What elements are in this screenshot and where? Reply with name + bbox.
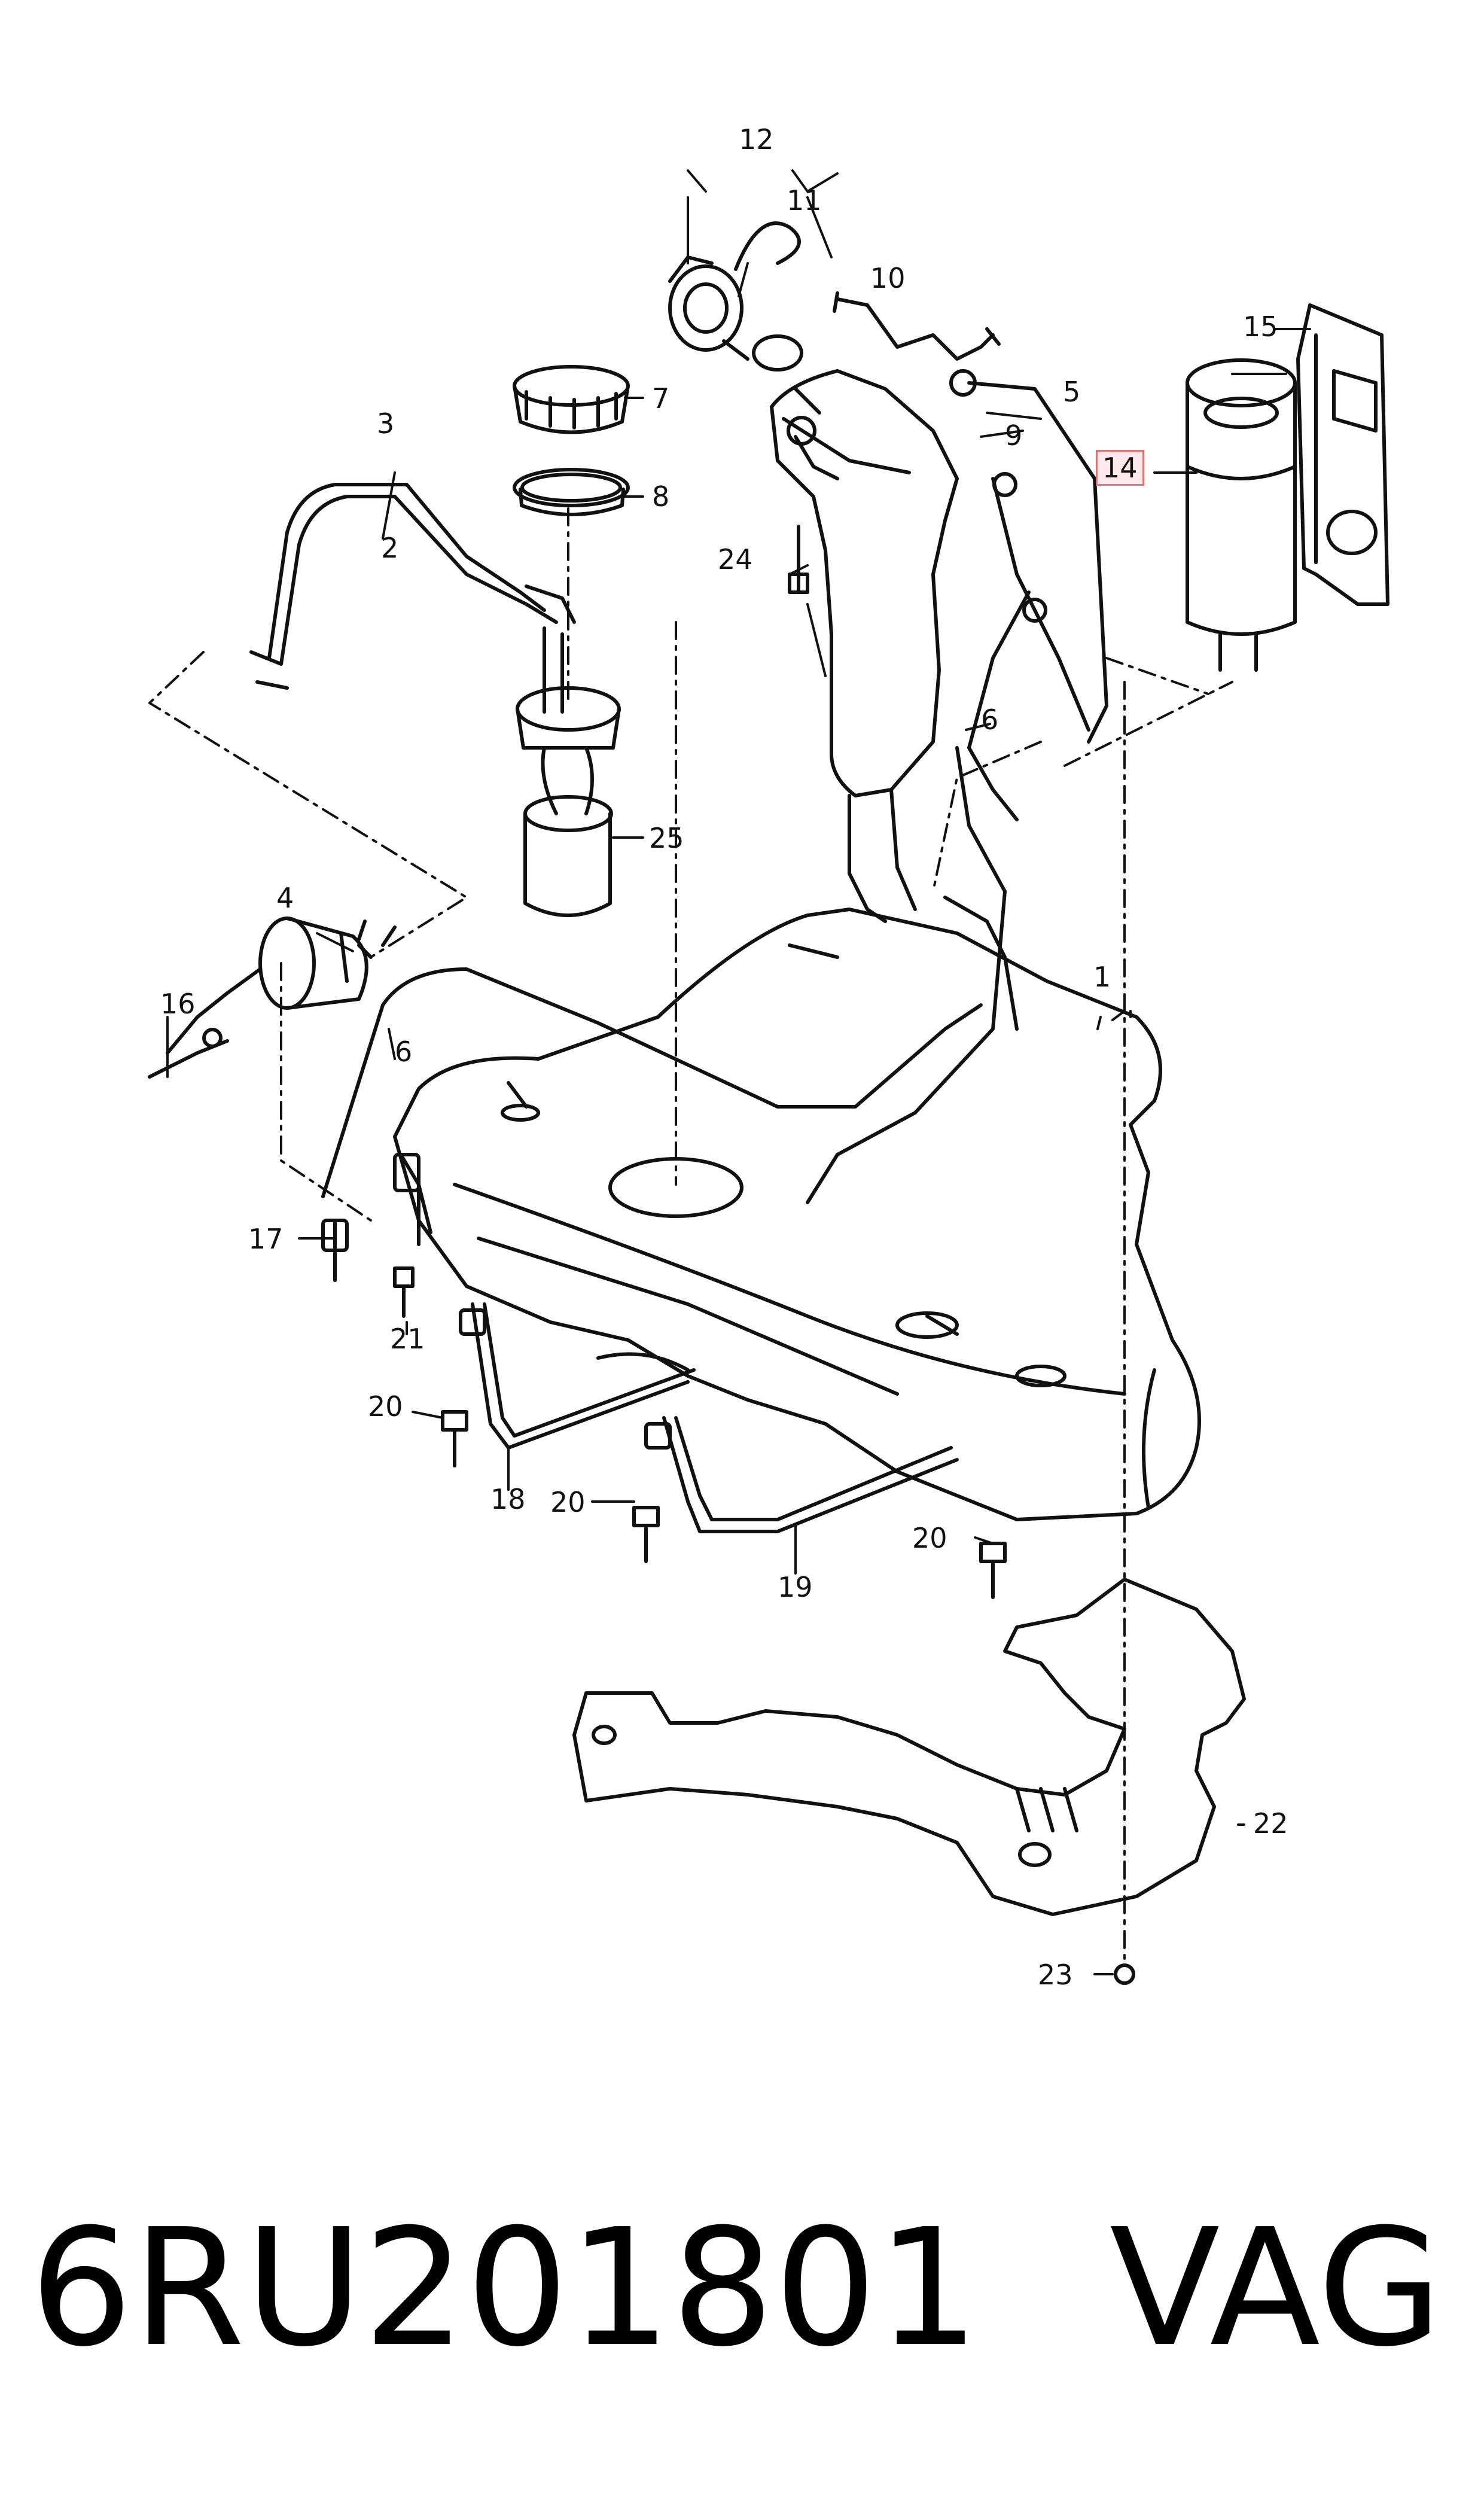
- heat-shield: [572, 1578, 1246, 1916]
- bolts: [393, 525, 1007, 1599]
- callout-1: 1: [1093, 961, 1111, 993]
- breather-lines: [321, 369, 1108, 1204]
- callout-9: 9: [1005, 419, 1023, 452]
- canister-bracket: [1296, 303, 1389, 606]
- fuel-tank: [393, 908, 1201, 1521]
- callout-5: 5: [1063, 376, 1081, 408]
- sensor-wire: [836, 297, 995, 361]
- fuel-system-exploded-diagram: [148, 169, 1389, 1985]
- connectors: [148, 1039, 432, 1282]
- callout-23: 23: [1038, 1959, 1073, 1991]
- callout-18: 18: [490, 1483, 526, 1515]
- callout-17: 17: [248, 1223, 284, 1255]
- callout-10: 10: [870, 262, 906, 294]
- seal-ring: [513, 468, 630, 516]
- callout-7: 7: [652, 382, 670, 415]
- carbon-canister: [1186, 358, 1297, 672]
- fuel-filter: [166, 917, 397, 1055]
- callout-4: 4: [276, 882, 294, 914]
- callout-14-highlighted: 14: [1096, 450, 1144, 486]
- callout-22: 22: [1253, 1807, 1288, 1840]
- callout-3: 3: [377, 407, 395, 440]
- callout-6a: 6: [981, 704, 999, 736]
- part-number: 6RU201801: [30, 2194, 980, 2382]
- tensioning-straps: [459, 1302, 959, 1533]
- callout-20b: 20: [550, 1486, 586, 1518]
- callout-6b: 6: [395, 1036, 413, 1068]
- filler-neck: [770, 369, 959, 923]
- callout-20a: 20: [368, 1390, 403, 1423]
- washer: [1114, 1963, 1135, 1985]
- filler-cap: [668, 221, 803, 372]
- callout-21: 21: [390, 1323, 425, 1355]
- callout-2: 2: [381, 532, 399, 564]
- callout-25: 25: [649, 822, 684, 854]
- callout-16: 16: [160, 988, 196, 1020]
- brand-name: VAG: [1110, 2194, 1443, 2382]
- callout-15: 15: [1243, 310, 1278, 343]
- locking-ring: [513, 365, 630, 434]
- callout-12: 12: [739, 123, 774, 156]
- callout-24: 24: [718, 543, 753, 576]
- callout-20c: 20: [912, 1522, 947, 1554]
- callout-19: 19: [778, 1571, 813, 1603]
- callout-8: 8: [652, 480, 670, 513]
- callout-11: 11: [787, 184, 822, 217]
- fuel-pump-module: [516, 626, 621, 917]
- fuel-line-2-3: [249, 483, 576, 690]
